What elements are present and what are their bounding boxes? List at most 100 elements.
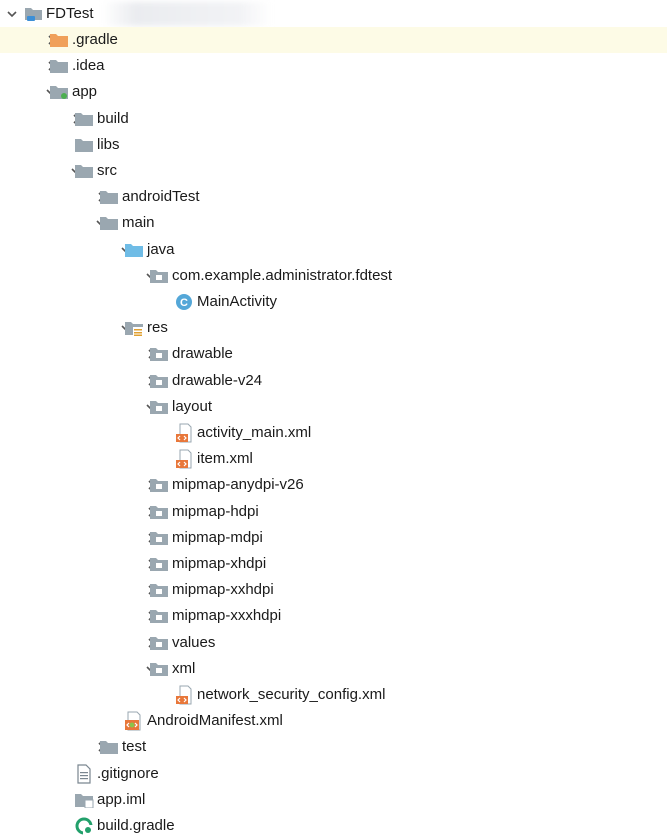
project-folder-icon: [24, 5, 44, 23]
tree-item[interactable]: res: [0, 315, 667, 341]
package-icon: [149, 476, 169, 494]
package-icon: [149, 345, 169, 363]
tree-item-label: build.gradle: [97, 817, 175, 834]
tree-item-label: res: [147, 319, 168, 336]
redacted-path: [102, 2, 272, 26]
tree-item-label: layout: [172, 398, 213, 415]
module-file-icon: [74, 791, 94, 809]
gradle-file-icon: [74, 817, 94, 835]
tree-root[interactable]: FDTest: [0, 1, 667, 27]
tree-item-label: activity_main.xml: [197, 424, 312, 441]
package-icon: [149, 581, 169, 599]
package-icon: [149, 267, 169, 285]
tree-item-label: androidTest: [122, 188, 200, 205]
tree-item-label: mipmap-mdpi: [172, 529, 263, 546]
tree-item[interactable]: .gitignore: [0, 761, 667, 787]
tree-item-label: libs: [97, 136, 120, 153]
tree-item-label: .gradle: [72, 31, 118, 48]
xml-file-icon: [174, 423, 194, 443]
tree-item-label: mipmap-xxhdpi: [172, 581, 274, 598]
folder-icon: [74, 162, 94, 180]
tree-item-label: drawable-v24: [172, 372, 263, 389]
tree-item[interactable]: .idea: [0, 53, 667, 79]
tree-item-label: .gitignore: [97, 765, 159, 782]
tree-item-label: .idea: [72, 57, 105, 74]
tree-item[interactable]: mipmap-xxxhdpi: [0, 603, 667, 629]
tree-item[interactable]: AndroidManifest.xml: [0, 708, 667, 734]
tree-item[interactable]: mipmap-xxhdpi: [0, 577, 667, 603]
package-icon: [149, 398, 169, 416]
tree-item-label: drawable: [172, 345, 233, 362]
tree-item[interactable]: activity_main.xml: [0, 420, 667, 446]
tree-item[interactable]: drawable: [0, 341, 667, 367]
package-icon: [149, 372, 169, 390]
tree-item-label: test: [122, 738, 147, 755]
folder-icon: [99, 214, 119, 232]
tree-item-label: app: [72, 83, 98, 100]
tree-item-label: app.iml: [97, 791, 146, 808]
tree-item[interactable]: com.example.administrator.fdtest: [0, 263, 667, 289]
tree-item-label: xml: [172, 660, 196, 677]
folder-icon: [49, 57, 69, 75]
folder-icon: [74, 136, 94, 154]
package-icon: [149, 555, 169, 573]
package-icon: [149, 529, 169, 547]
tree-item-label: item.xml: [197, 450, 253, 467]
tree-item[interactable]: .gradle: [0, 27, 667, 53]
tree-item-label: mipmap-hdpi: [172, 503, 259, 520]
tree-item[interactable]: mipmap-hdpi: [0, 499, 667, 525]
tree-item[interactable]: item.xml: [0, 446, 667, 472]
tree-item-label: src: [97, 162, 117, 179]
manifest-file-icon: [124, 711, 144, 731]
tree-item[interactable]: mipmap-xhdpi: [0, 551, 667, 577]
class-icon: C: [174, 293, 194, 311]
package-icon: [149, 634, 169, 652]
tree-item[interactable]: build: [0, 106, 667, 132]
tree-item[interactable]: drawable-v24: [0, 368, 667, 394]
tree-item[interactable]: app: [0, 79, 667, 105]
tree-item[interactable]: C MainActivity: [0, 289, 667, 315]
tree-item-label: mipmap-anydpi-v26: [172, 476, 304, 493]
tree-item[interactable]: main: [0, 210, 667, 236]
package-icon: [149, 607, 169, 625]
module-folder-icon: [49, 83, 69, 101]
tree-item[interactable]: androidTest: [0, 184, 667, 210]
tree-item[interactable]: values: [0, 630, 667, 656]
tree-item[interactable]: mipmap-mdpi: [0, 525, 667, 551]
package-icon: [149, 660, 169, 678]
chevron-down-icon[interactable]: [4, 1, 20, 27]
tree-item-label: network_security_config.xml: [197, 686, 386, 703]
tree-item[interactable]: network_security_config.xml: [0, 682, 667, 708]
tree-item-label: build: [97, 110, 129, 127]
tree-item[interactable]: libs: [0, 132, 667, 158]
folder-icon: [99, 738, 119, 756]
folder-orange-icon: [49, 31, 69, 49]
tree-item-label: main: [122, 214, 155, 231]
text-file-icon: [74, 764, 94, 784]
resource-folder-icon: [124, 319, 144, 337]
folder-icon: [99, 188, 119, 206]
tree-item[interactable]: mipmap-anydpi-v26: [0, 472, 667, 498]
tree-item[interactable]: test: [0, 734, 667, 760]
source-folder-icon: [124, 241, 144, 259]
xml-file-icon: [174, 685, 194, 705]
tree-item-label: com.example.administrator.fdtest: [172, 267, 393, 284]
tree-item[interactable]: src: [0, 158, 667, 184]
tree-item[interactable]: java: [0, 237, 667, 263]
package-icon: [149, 503, 169, 521]
tree-item-label: values: [172, 634, 216, 651]
tree-item[interactable]: build.gradle: [0, 813, 667, 839]
tree-item[interactable]: app.iml: [0, 787, 667, 813]
tree-item-label: mipmap-xxxhdpi: [172, 607, 282, 624]
folder-icon: [74, 110, 94, 128]
tree-item-label: mipmap-xhdpi: [172, 555, 267, 572]
xml-file-icon: [174, 449, 194, 469]
root-label: FDTest: [46, 5, 94, 22]
tree-item[interactable]: xml: [0, 656, 667, 682]
tree-item-label: AndroidManifest.xml: [147, 712, 283, 729]
tree-item[interactable]: layout: [0, 394, 667, 420]
tree-item-label: MainActivity: [197, 293, 278, 310]
svg-text:C: C: [180, 297, 188, 309]
tree-item-label: java: [147, 241, 175, 258]
